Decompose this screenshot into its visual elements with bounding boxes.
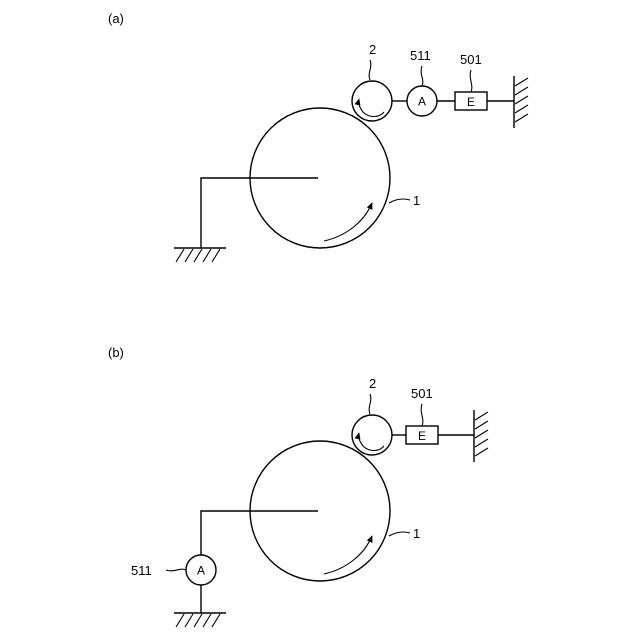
panel-a-wall-ground-icon	[514, 76, 528, 128]
panel-a-charging-roller	[352, 81, 392, 121]
panel-b-charging-roller	[352, 415, 392, 455]
panel-b: (b) A 511 1 2 E	[108, 345, 488, 627]
panel-b-ground-icon	[174, 613, 226, 627]
panel-a: (a) 1 2 A 511	[108, 11, 528, 262]
panel-a-label: (a)	[108, 11, 124, 26]
panel-a-drum-label: 1	[413, 193, 420, 208]
panel-b-source-label: 501	[411, 386, 433, 401]
panel-a-roller-leader	[369, 60, 371, 80]
panel-a-power-source-symbol: E	[467, 95, 475, 109]
panel-b-drum-label: 1	[413, 526, 420, 541]
panel-b-ammeter-symbol: A	[197, 564, 205, 578]
panel-b-source-leader	[421, 404, 423, 426]
panel-b-roller-leader	[369, 394, 371, 414]
panel-b-roller-rotation-arrow	[359, 433, 384, 451]
panel-b-drum-leader	[389, 532, 410, 536]
panel-b-drum-shaft-wire	[201, 511, 318, 555]
panel-a-ammeter-symbol: A	[418, 95, 426, 109]
panel-a-source-leader	[470, 70, 472, 92]
panel-b-drum-rotation-arrow	[324, 536, 372, 574]
panel-a-roller-label: 2	[369, 42, 376, 57]
panel-a-ground-icon	[174, 248, 226, 262]
panel-a-drum-leader	[389, 199, 410, 203]
panel-a-drum-rotation-arrow	[324, 203, 372, 241]
panel-b-wall-ground-icon	[474, 410, 488, 462]
panel-a-source-label: 501	[460, 52, 482, 67]
panel-b-ammeter-label: 511	[131, 563, 152, 578]
panel-b-power-source-symbol: E	[418, 429, 426, 443]
panel-b-roller-label: 2	[369, 376, 376, 391]
panel-a-roller-rotation-arrow	[359, 99, 384, 117]
panel-a-ammeter-label: 511	[410, 48, 431, 63]
panel-b-ammeter-leader	[166, 569, 186, 571]
panel-b-label: (b)	[108, 345, 124, 360]
panel-a-ammeter-leader	[421, 66, 423, 86]
